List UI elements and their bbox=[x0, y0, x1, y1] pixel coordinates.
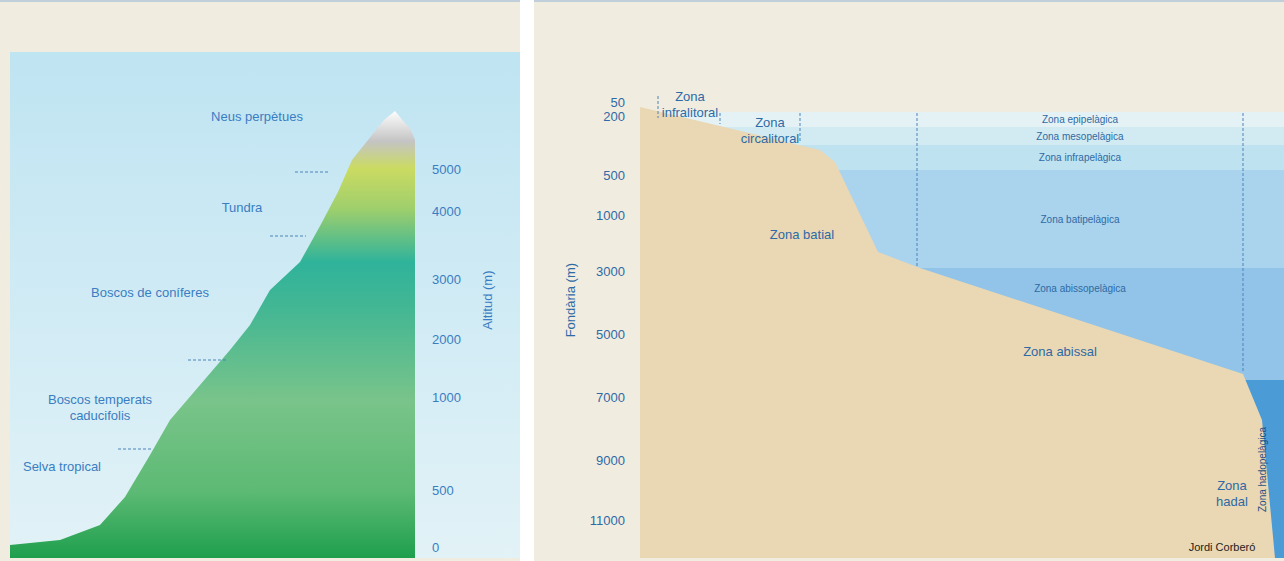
zone-label: Neus perpètues bbox=[211, 109, 303, 125]
axis-number: 1000 bbox=[596, 208, 625, 224]
zone-label: Boscos temperats caducifolis bbox=[25, 392, 175, 425]
band-label: Zona batipelàgica bbox=[1041, 214, 1120, 225]
zone-label: Zona circalitoral bbox=[729, 115, 811, 148]
frame-line bbox=[0, 1, 1284, 2]
zone-label: Zona batial bbox=[770, 227, 834, 243]
axis-number: 0 bbox=[432, 540, 439, 556]
axis-number: 50 bbox=[611, 95, 625, 111]
water-band: Zona abissopelàgica bbox=[920, 268, 1240, 308]
axis-number: 5000 bbox=[596, 327, 625, 343]
zone-label: Boscos de coníferes bbox=[91, 285, 209, 301]
band-label: Zona abissopelàgica bbox=[1034, 283, 1126, 294]
zone-label: Zona hadal bbox=[1206, 478, 1258, 511]
axis-number: 500 bbox=[432, 483, 454, 499]
axis-title: Fondària (m) bbox=[563, 263, 579, 337]
axis-title: Altitud (m) bbox=[481, 270, 497, 329]
axis-number: 2000 bbox=[432, 332, 461, 348]
zone-dashes bbox=[118, 172, 330, 449]
seabed bbox=[640, 107, 1275, 558]
mountain bbox=[10, 111, 415, 558]
panel-gap bbox=[520, 0, 534, 561]
band-label: Zona hadopelàgica bbox=[1258, 426, 1269, 511]
zone-label: Zona abissal bbox=[1023, 344, 1097, 360]
axis-number: 3000 bbox=[596, 264, 625, 280]
band-label: Zona infrapelàgica bbox=[1039, 152, 1121, 163]
zone-label: Tundra bbox=[222, 200, 263, 216]
zone-label: Zona infralitoral bbox=[651, 89, 729, 122]
axis-number: 500 bbox=[603, 168, 625, 184]
zone-dividers bbox=[658, 96, 1243, 372]
axis-number: 11000 bbox=[590, 513, 625, 529]
sky bbox=[10, 52, 520, 558]
axis-number: 1000 bbox=[432, 390, 461, 406]
water-band: Zona mesopelàgica bbox=[920, 127, 1240, 145]
band-label: Zona mesopelàgica bbox=[1036, 131, 1123, 142]
zone-label: Selva tropical bbox=[23, 459, 101, 475]
axis-number: 7000 bbox=[596, 390, 625, 406]
axis-number: 5000 bbox=[432, 162, 461, 178]
axis-number: 3000 bbox=[432, 272, 461, 288]
water-band: Zona epipelàgica bbox=[920, 112, 1240, 127]
water-band: Zona hadopelàgica bbox=[1244, 382, 1282, 556]
axis-number: 200 bbox=[603, 109, 625, 125]
band-label: Zona epipelàgica bbox=[1042, 114, 1118, 125]
water-band: Zona infrapelàgica bbox=[920, 145, 1240, 170]
zone-label: Jordi Corberó bbox=[1189, 541, 1256, 555]
axis-number: 9000 bbox=[596, 453, 625, 469]
axis-number: 4000 bbox=[432, 204, 461, 220]
water-band: Zona batipelàgica bbox=[920, 170, 1240, 268]
